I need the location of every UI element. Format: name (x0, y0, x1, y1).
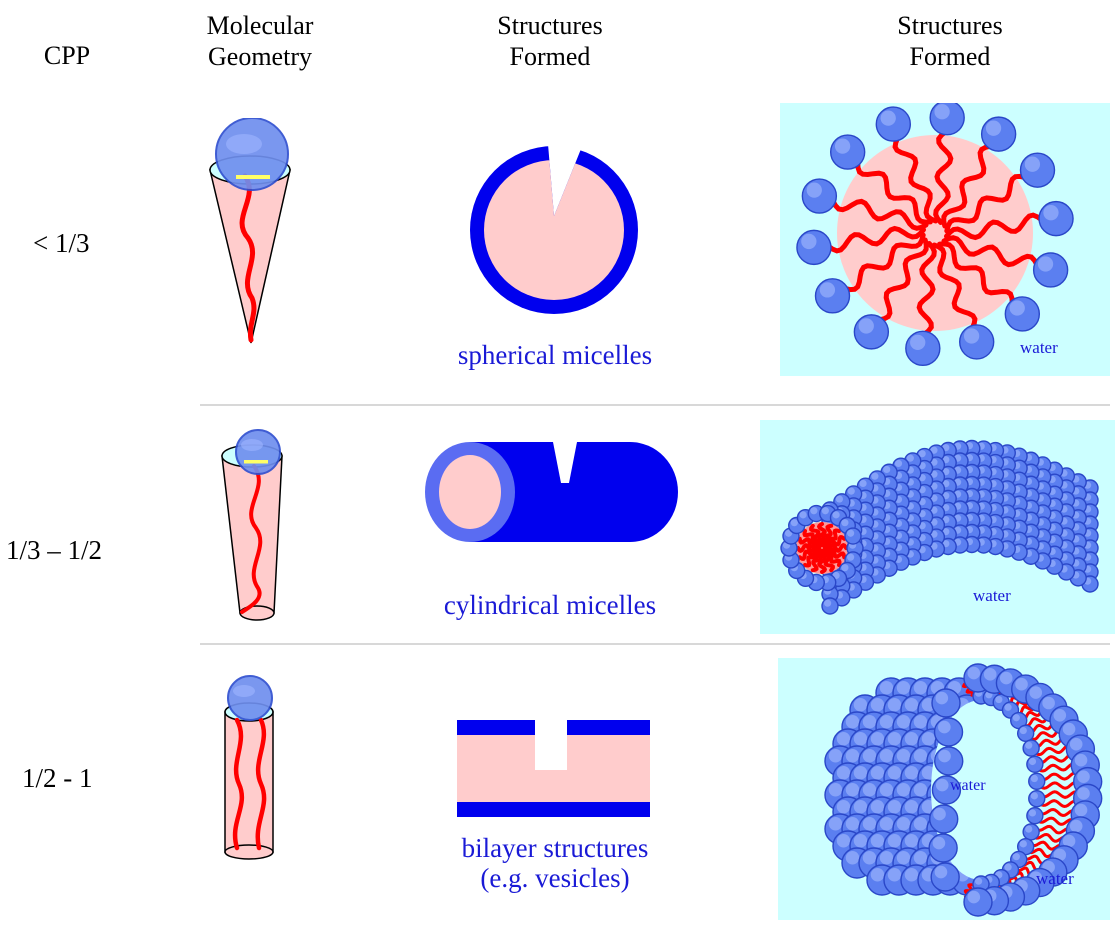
head-group-sphere (929, 834, 957, 862)
header-molecular-geometry: Molecular Geometry (175, 10, 345, 72)
head-group-sphere (1029, 791, 1045, 807)
caption-bilayer-structures: bilayer structures (e.g. vesicles) (400, 833, 710, 893)
cpp-value-row1: < 1/3 (33, 228, 89, 259)
head-group-sphere (876, 107, 910, 141)
water-label-1: water (1020, 338, 1058, 357)
head-group-sphere (1018, 725, 1034, 741)
bilayer-shape (457, 720, 652, 820)
head-group-sphere (982, 117, 1016, 151)
cylindrical-micelle-illustration: water (760, 420, 1115, 634)
header-structures-formed: Structures Formed (450, 10, 650, 72)
row-separator-2 (200, 643, 1110, 645)
head-group-sphere (964, 888, 992, 916)
head-group-sphere (815, 279, 849, 313)
head-group-sphere (935, 747, 963, 775)
head-group-sphere (960, 325, 994, 359)
head-group-sphere (797, 230, 831, 264)
head-group-sphere (1029, 773, 1045, 789)
water-label-3: water (1036, 869, 1074, 888)
head-group-sphere (854, 315, 888, 349)
caption-spherical-micelles: spherical micelles (420, 340, 690, 370)
row-separator-1 (200, 404, 1110, 406)
head-group-sphere (935, 718, 963, 746)
cpp-value-row2: 1/3 – 1/2 (6, 535, 102, 566)
caption-cylindrical-micelles: cylindrical micelles (400, 590, 700, 620)
head-group-sphere (1039, 202, 1073, 236)
head-group-sphere (1021, 153, 1055, 187)
head-group-sphere (845, 528, 861, 544)
head-group-sphere (822, 598, 838, 614)
head-group-sphere (1005, 297, 1039, 331)
cpp-value-row3: 1/2 - 1 (22, 763, 93, 794)
spherical-micelle-illustration: water (780, 103, 1110, 376)
head-group-sphere (931, 863, 959, 891)
water-label-2: water (973, 586, 1011, 605)
header-structures-formed-2: Structures Formed (850, 10, 1050, 72)
cylinder-geometry-icon (215, 672, 285, 872)
head-group-sphere (906, 331, 940, 365)
head-group-sphere (1027, 756, 1043, 772)
head-group-sphere (802, 179, 836, 213)
head-group-sphere (1023, 740, 1039, 756)
water-label-inner: water (950, 777, 986, 794)
head-group-sphere (831, 135, 865, 169)
head-group-sphere (1027, 808, 1043, 824)
head-group-sphere (1034, 253, 1068, 287)
vesicle-illustration: water water (778, 658, 1110, 920)
truncated-cone-geometry-icon (212, 428, 302, 628)
head-group-sphere (930, 103, 964, 135)
head-group-sphere (932, 689, 960, 717)
cone-geometry-icon (200, 118, 310, 348)
head-group-sphere (930, 805, 958, 833)
cylindrical-micelle-shape (425, 440, 685, 545)
head-group-sphere (1023, 824, 1039, 840)
header-cpp: CPP (32, 40, 102, 71)
spherical-micelle-shape (468, 144, 640, 316)
